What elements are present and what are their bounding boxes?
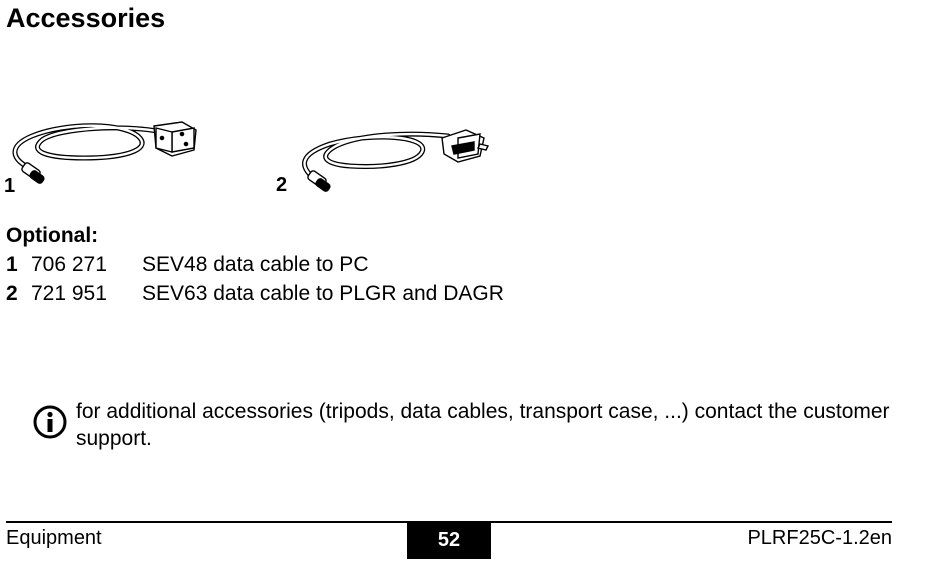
info-icon <box>33 405 67 444</box>
page-number: 52 <box>407 522 491 559</box>
data-cable-sev63-icon <box>290 126 490 192</box>
accessory-description: SEV48 data cable to PC <box>142 253 369 276</box>
data-cable-sev48-icon <box>4 118 204 190</box>
note-text: for additional accessories (tripods, dat… <box>76 400 890 450</box>
accessory-index: 2 <box>6 282 18 305</box>
footer-section-label: Equipment <box>6 527 102 549</box>
accessory-description: SEV63 data cable to PLGR and DAGR <box>142 282 504 305</box>
page-title: Accessories <box>6 3 166 33</box>
accessory-article-number: 706 271 <box>31 253 107 276</box>
footer-document-id: PLRF25C-1.2en <box>747 527 892 549</box>
figure-number-1: 1 <box>4 175 16 197</box>
optional-heading: Optional: <box>6 224 99 247</box>
accessory-index: 1 <box>6 253 18 276</box>
figure-number-2: 2 <box>276 174 288 196</box>
accessory-article-number: 721 951 <box>31 282 107 305</box>
